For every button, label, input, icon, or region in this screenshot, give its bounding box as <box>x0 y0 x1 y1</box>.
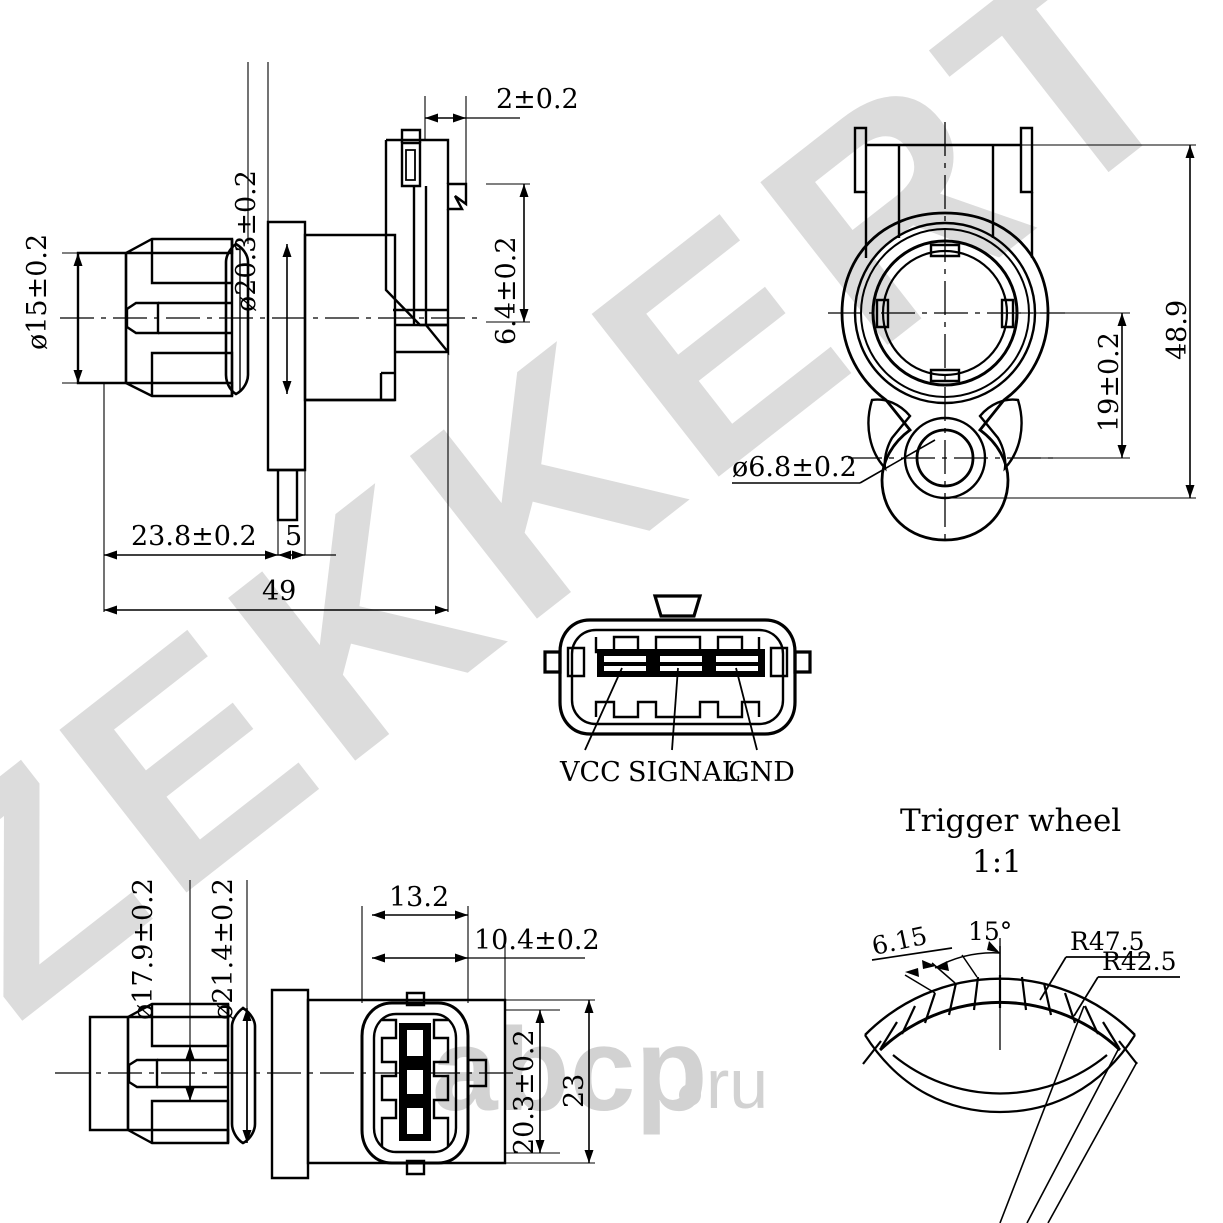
dim-23-8-label: 23.8±0.2 <box>131 521 257 552</box>
dim-dia-17-9-label: ø17.9±0.2 <box>128 878 159 1020</box>
site-watermark-text: abcp <box>432 1004 707 1136</box>
pin-vcc-label: VCC <box>559 757 621 788</box>
dim-6-4-label: 6.4±0.2 <box>491 236 522 345</box>
b-terminal-2-slot <box>407 1070 423 1094</box>
dim-dia-6-8-label: ø6.8±0.2 <box>732 452 857 483</box>
top-blade-outer <box>400 141 422 188</box>
terminal-gnd-slot <box>716 656 758 662</box>
pin-labels: VCC SIGNAL GND <box>559 757 795 788</box>
b-conn-outer <box>360 1001 470 1165</box>
b-latch-right <box>466 1058 488 1088</box>
connector-key-bump <box>652 594 703 618</box>
tw-arc-inner <box>892 1054 1108 1095</box>
b-comb-left <box>380 1018 398 1146</box>
top-blade-inner <box>405 149 416 181</box>
o-ring-seal <box>224 242 250 396</box>
dim-13-2-label: 13.2 <box>389 882 449 913</box>
site-watermark-dot <box>679 1084 701 1106</box>
b-key-top <box>405 991 426 1007</box>
extension-lines-top <box>62 62 530 612</box>
dim-2-label: 2±0.2 <box>496 84 579 115</box>
dimension-text-view4: ø17.9±0.2 ø21.4±0.2 13.2 10.4±0.2 20.3±0… <box>128 878 600 1155</box>
dim-48-9-label: 48.9 <box>1162 300 1193 360</box>
flange-extension-lines <box>866 144 1196 499</box>
pin-leader-lines <box>584 667 758 751</box>
dim-49-label: 49 <box>262 576 296 607</box>
dimension-text-view2: 48.9 19±0.2 ø6.8±0.2 <box>732 300 1193 483</box>
lug-top <box>386 138 450 184</box>
view-side-bottom <box>55 880 595 1180</box>
rib-right <box>978 398 1023 472</box>
dim-dia-15-label: ø15±0.2 <box>22 234 53 350</box>
bore-key-left <box>875 298 890 329</box>
b-key-bottom <box>405 1159 426 1176</box>
pin-signal-label: SIGNAL <box>628 757 740 788</box>
b-body-collar <box>270 988 310 1180</box>
lower-stub <box>276 470 299 522</box>
site-watermark-tld: ru <box>706 1045 768 1123</box>
b-comb-right <box>432 1018 450 1146</box>
bore-key-bottom <box>929 368 961 383</box>
tw-angle-dims <box>871 941 1001 1000</box>
terminal-vcc <box>597 649 653 677</box>
latch-inner-left <box>566 646 586 678</box>
flange-outline <box>840 211 1050 542</box>
mount-hole-inner <box>915 428 975 488</box>
site-watermark: abcp ru <box>432 1004 768 1136</box>
connector-shell-outer <box>558 618 797 736</box>
bore-key-right <box>1000 298 1015 329</box>
b-extension-lines <box>189 880 595 1164</box>
terminal-vcc-slot <box>604 656 646 662</box>
dimension-arrows-view4 <box>185 910 594 1163</box>
trigger-wheel-text: Trigger wheel 1:1 6.15 15° R47.5 R42.5 <box>869 803 1176 976</box>
dim-r42-5-label: R42.5 <box>1102 947 1177 976</box>
terminal-signal <box>653 649 709 677</box>
dim-19-label: 19±0.2 <box>1094 332 1125 432</box>
dimension-arrows-view1 <box>73 113 529 615</box>
dimension-arrows-view2 <box>732 145 1195 498</box>
b-conn-inner <box>372 1012 458 1154</box>
dim-10-4-label: 10.4±0.2 <box>474 925 600 956</box>
b-o-ring <box>230 1006 257 1145</box>
latch-inner-right <box>769 646 789 678</box>
dim-r47-5-label: R47.5 <box>1070 927 1145 956</box>
b-terminal-group <box>399 1023 431 1141</box>
dimension-text-view1: ø15±0.2 ø20.3±0.2 2±0.2 6.4±0.2 23.8±0.2… <box>22 84 579 607</box>
b-terminal-1-slot <box>407 1030 423 1056</box>
view-side-top <box>60 62 530 612</box>
bore-key-top <box>929 243 961 258</box>
comb-bottom <box>594 700 761 719</box>
terminal-group <box>597 649 765 677</box>
tw-radial-construction <box>999 1005 1138 1223</box>
terminal-signal-slot2 <box>660 666 702 671</box>
view-connector-pinout <box>543 594 812 751</box>
tw-radius-leaders <box>1039 956 1180 1017</box>
view-front-flange <box>828 122 1196 542</box>
view-trigger-wheel <box>862 938 1180 1223</box>
dim-23-label: 23 <box>559 1074 590 1108</box>
bore-ring-4 <box>881 249 1009 377</box>
dim-dia-21-4-label: ø21.4±0.2 <box>208 878 239 1020</box>
dim-15-deg-label: 15° <box>968 917 1012 946</box>
dim-20-3b-label: 20.3±0.2 <box>509 1029 540 1155</box>
terminal-signal-slot <box>660 656 702 662</box>
trigger-wheel-scale: 1:1 <box>972 844 1022 880</box>
dim-5-label: 5 <box>285 521 302 552</box>
connector-shell-inner <box>570 628 785 726</box>
top-blade-neck <box>400 128 422 143</box>
comb-top <box>594 635 761 654</box>
trigger-wheel-title: Trigger wheel <box>900 803 1121 839</box>
tw-teeth <box>862 975 1138 1065</box>
tw-arc-lower <box>864 1034 1136 1114</box>
pin-gnd-label: GND <box>728 757 795 788</box>
b-terminal-3-slot <box>407 1108 423 1134</box>
latch-left <box>543 650 562 674</box>
rib-left <box>867 398 912 472</box>
terminal-vcc-slot2 <box>604 666 646 671</box>
latch-right <box>793 650 812 674</box>
dim-dia-20-3-label: ø20.3±0.2 <box>231 170 262 312</box>
